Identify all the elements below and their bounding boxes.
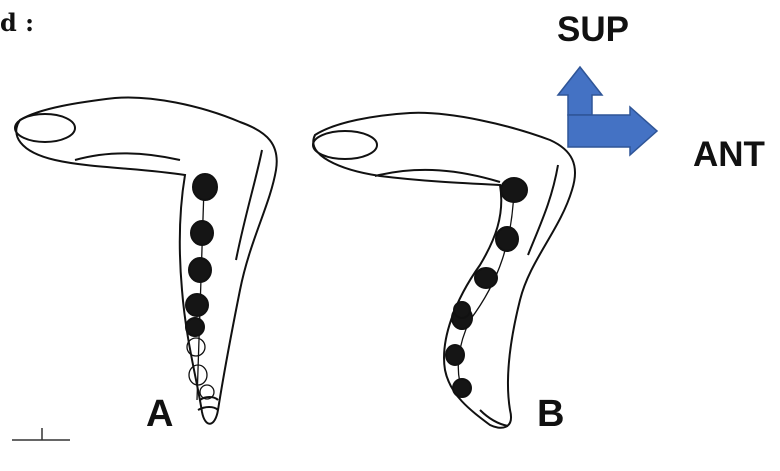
figure-a-inner-line: [236, 150, 262, 260]
figure-b-spot: [446, 345, 464, 365]
figure-a-spot: [193, 174, 217, 200]
figure-a-label: A: [146, 393, 173, 436]
anterior-label: ANT: [693, 135, 765, 175]
figure-b-spot: [453, 379, 471, 397]
scale-bar: [12, 428, 70, 440]
figure-a-drawing: [15, 97, 277, 423]
figure-a-spot: [186, 318, 204, 336]
figure-a-spot: [186, 294, 208, 316]
figure-b-label: B: [537, 393, 564, 436]
figure-b-drawing: [313, 113, 575, 428]
figure-b-spot: [454, 302, 470, 318]
figure-b-spot: [475, 268, 497, 288]
figure-a-spot: [191, 221, 213, 245]
orientation-arrows: [558, 67, 657, 155]
figure-b-tip-line: [480, 410, 508, 426]
figure-a-outline: [16, 97, 276, 423]
figure-a-end-ellipse: [15, 114, 75, 142]
figure-b-spot: [496, 227, 518, 251]
figure-b-end-ellipse: [313, 131, 377, 159]
superior-arrow-icon: [558, 67, 602, 115]
figure-a-fold-line: [75, 153, 180, 160]
superior-label: SUP: [557, 10, 629, 50]
figure-a-spot: [189, 258, 211, 282]
figure-b-inner-line: [528, 165, 558, 255]
figure-b-outline: [313, 113, 575, 428]
figure-b-chain-line: [458, 190, 514, 390]
figure-b-spot: [501, 178, 527, 202]
figure-b-fold-line: [375, 170, 500, 182]
